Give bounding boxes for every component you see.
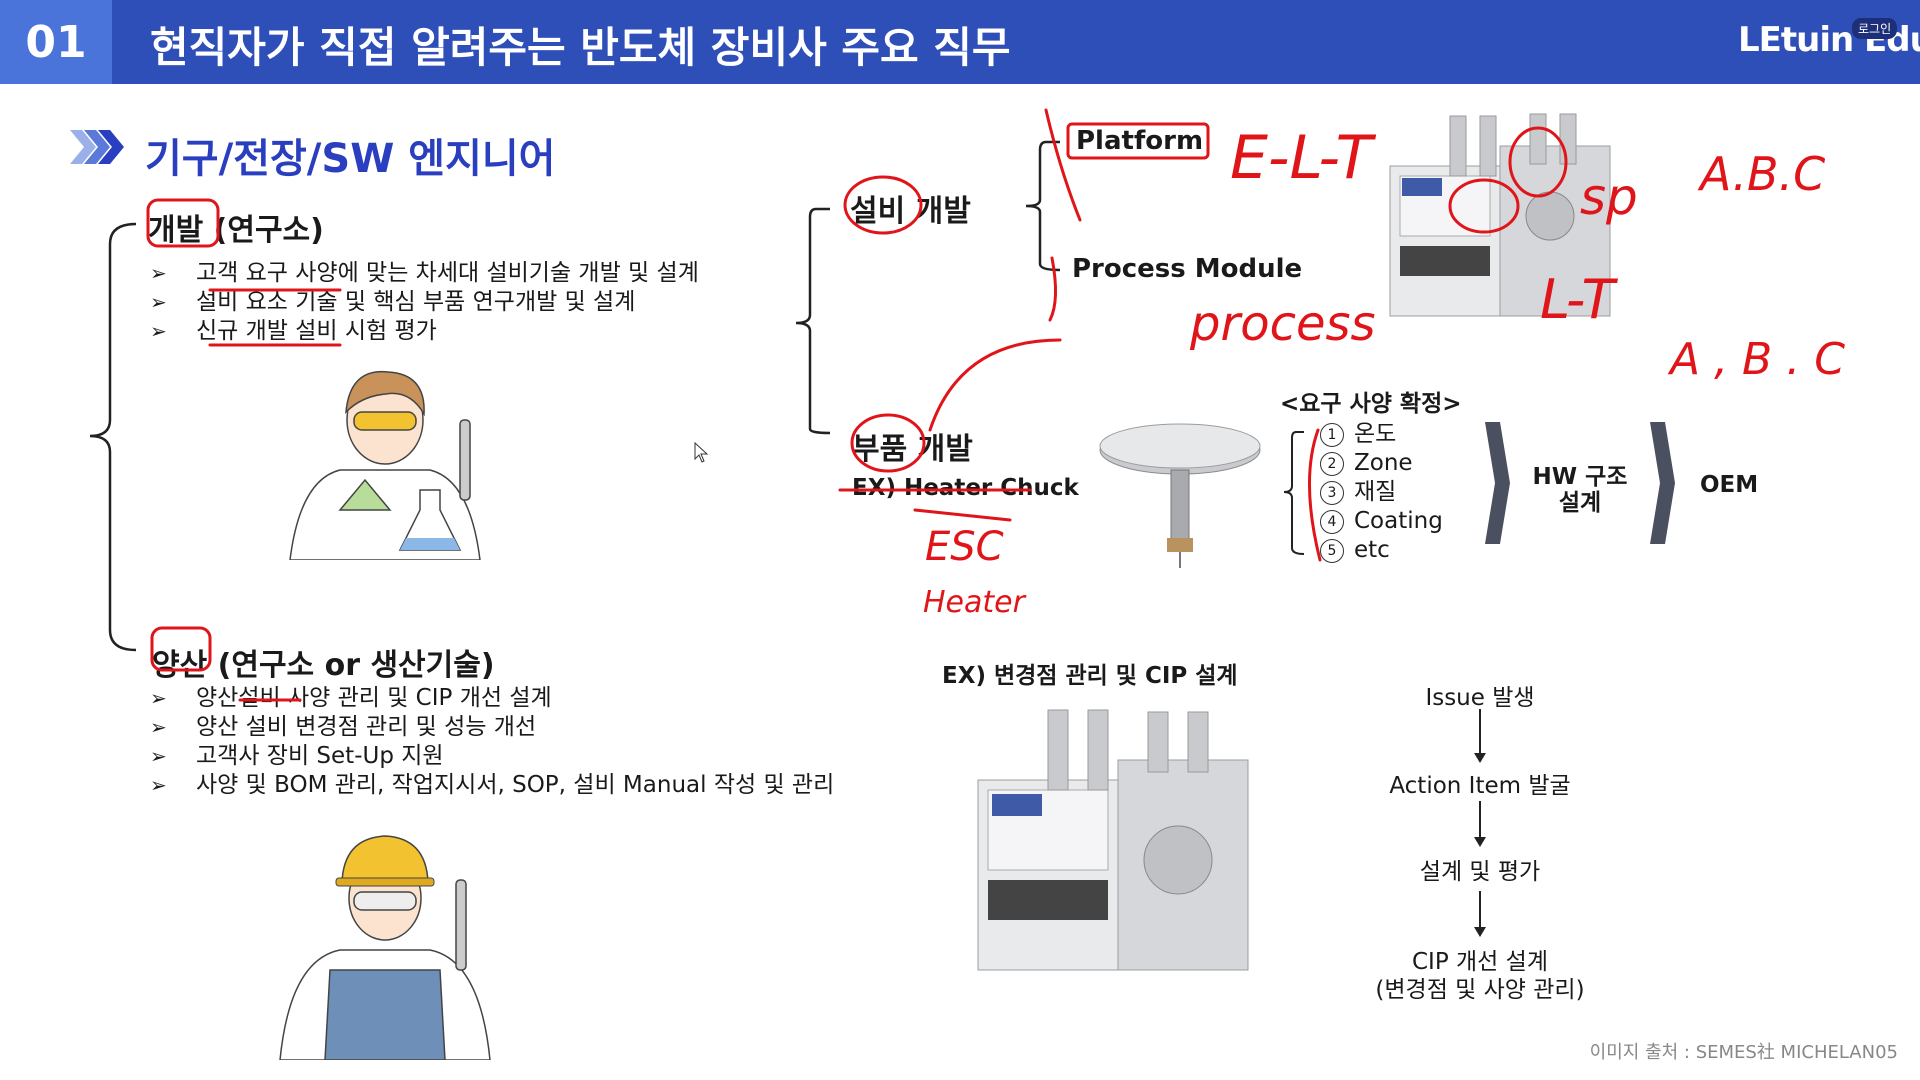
mass-bullet: 양산설비 사양 관리 및 CIP 개선 설계 <box>150 684 834 713</box>
dev-bullet-list: 고객 요구 사양에 맞는 차세대 설비기술 개발 및 설계 설비 요소 기술 및… <box>150 259 699 346</box>
image-source-caption: 이미지 출처 : SEMES社 MICHELAN05 <box>1589 1042 1898 1063</box>
flow-step-design: 설계 및 평가 <box>1419 859 1541 885</box>
mass-title: 양산 (연구소 or 생산기술) <box>152 648 495 683</box>
section-title: 기구/전장/SW 엔지니어 <box>145 136 556 182</box>
process-module-label: Process Module <box>1072 254 1303 284</box>
left-bracket <box>89 222 137 652</box>
equipment-photo-bottom <box>977 709 1249 971</box>
hw-structure-label: HW 구조 설계 <box>1532 464 1628 516</box>
flow-step-cip-sub: (변경점 및 사양 관리) <box>1375 977 1585 1003</box>
flow-down-arrows <box>1474 709 1486 937</box>
ink-process: process <box>1189 296 1376 352</box>
ink-elt: E-L-T <box>1230 123 1377 193</box>
slide-number: 01 <box>0 0 112 84</box>
chevron-arrows-icon <box>70 130 124 164</box>
dev-split-bracket <box>795 207 831 435</box>
slide-title: 현직자가 직접 알려주는 반도체 장비사 주요 직무 <box>150 23 1011 72</box>
oem-label: OEM <box>1700 472 1759 498</box>
equip-split-bracket <box>1025 140 1061 272</box>
platform-label: Platform <box>1076 126 1204 156</box>
ink-heater: Heater <box>923 585 1027 620</box>
requirements-bracket <box>1283 431 1305 555</box>
header-bar <box>0 0 1920 84</box>
dev-bullet: 설비 요소 기술 및 핵심 부품 연구개발 및 설계 <box>150 288 699 317</box>
dev-bullet: 고객 요구 사양에 맞는 차세대 설비기술 개발 및 설계 <box>150 259 699 288</box>
scientist-illustration <box>289 370 481 560</box>
change-mgmt-title: EX) 변경점 관리 및 CIP 설계 <box>942 663 1238 689</box>
ink-abc1: A.B.C <box>1697 147 1825 201</box>
flow-arrows <box>1485 422 1675 544</box>
mass-bullet: 고객사 장비 Set-Up 지원 <box>150 742 834 771</box>
flow-step-issue: Issue 발생 <box>1425 685 1535 711</box>
worker-illustration <box>279 835 491 1060</box>
mouse-cursor-icon <box>694 442 709 463</box>
login-badge[interactable]: 로그인 <box>1852 18 1898 39</box>
mass-bullet-list: 양산설비 사양 관리 및 CIP 개선 설계 양산 설비 변경점 관리 및 성능… <box>150 684 834 800</box>
heater-chuck-example: EX) Heater Chuck <box>852 475 1079 501</box>
part-dev-title: 부품 개발 <box>852 432 973 467</box>
equipment-photo-top <box>1389 113 1611 317</box>
dev-title: 개발 (연구소) <box>148 213 324 248</box>
equip-dev-title: 설비 개발 <box>850 194 971 229</box>
requirements-title: <요구 사양 확정> <box>1280 391 1462 417</box>
flow-step-action: Action Item 발굴 <box>1389 773 1571 799</box>
dev-bullet: 신규 개발 설비 시험 평가 <box>150 317 699 346</box>
ink-esc: ESC <box>925 524 1004 570</box>
mass-bullet: 양산 설비 변경점 관리 및 성능 개선 <box>150 713 834 742</box>
heater-chuck-photo <box>1099 423 1261 568</box>
ink-abc2: A , B . C <box>1667 334 1845 385</box>
flow-step-cip: CIP 개선 설계 <box>1412 949 1548 975</box>
mass-bullet: 사양 및 BOM 관리, 작업지시서, SOP, 설비 Manual 작성 및 … <box>150 771 834 800</box>
